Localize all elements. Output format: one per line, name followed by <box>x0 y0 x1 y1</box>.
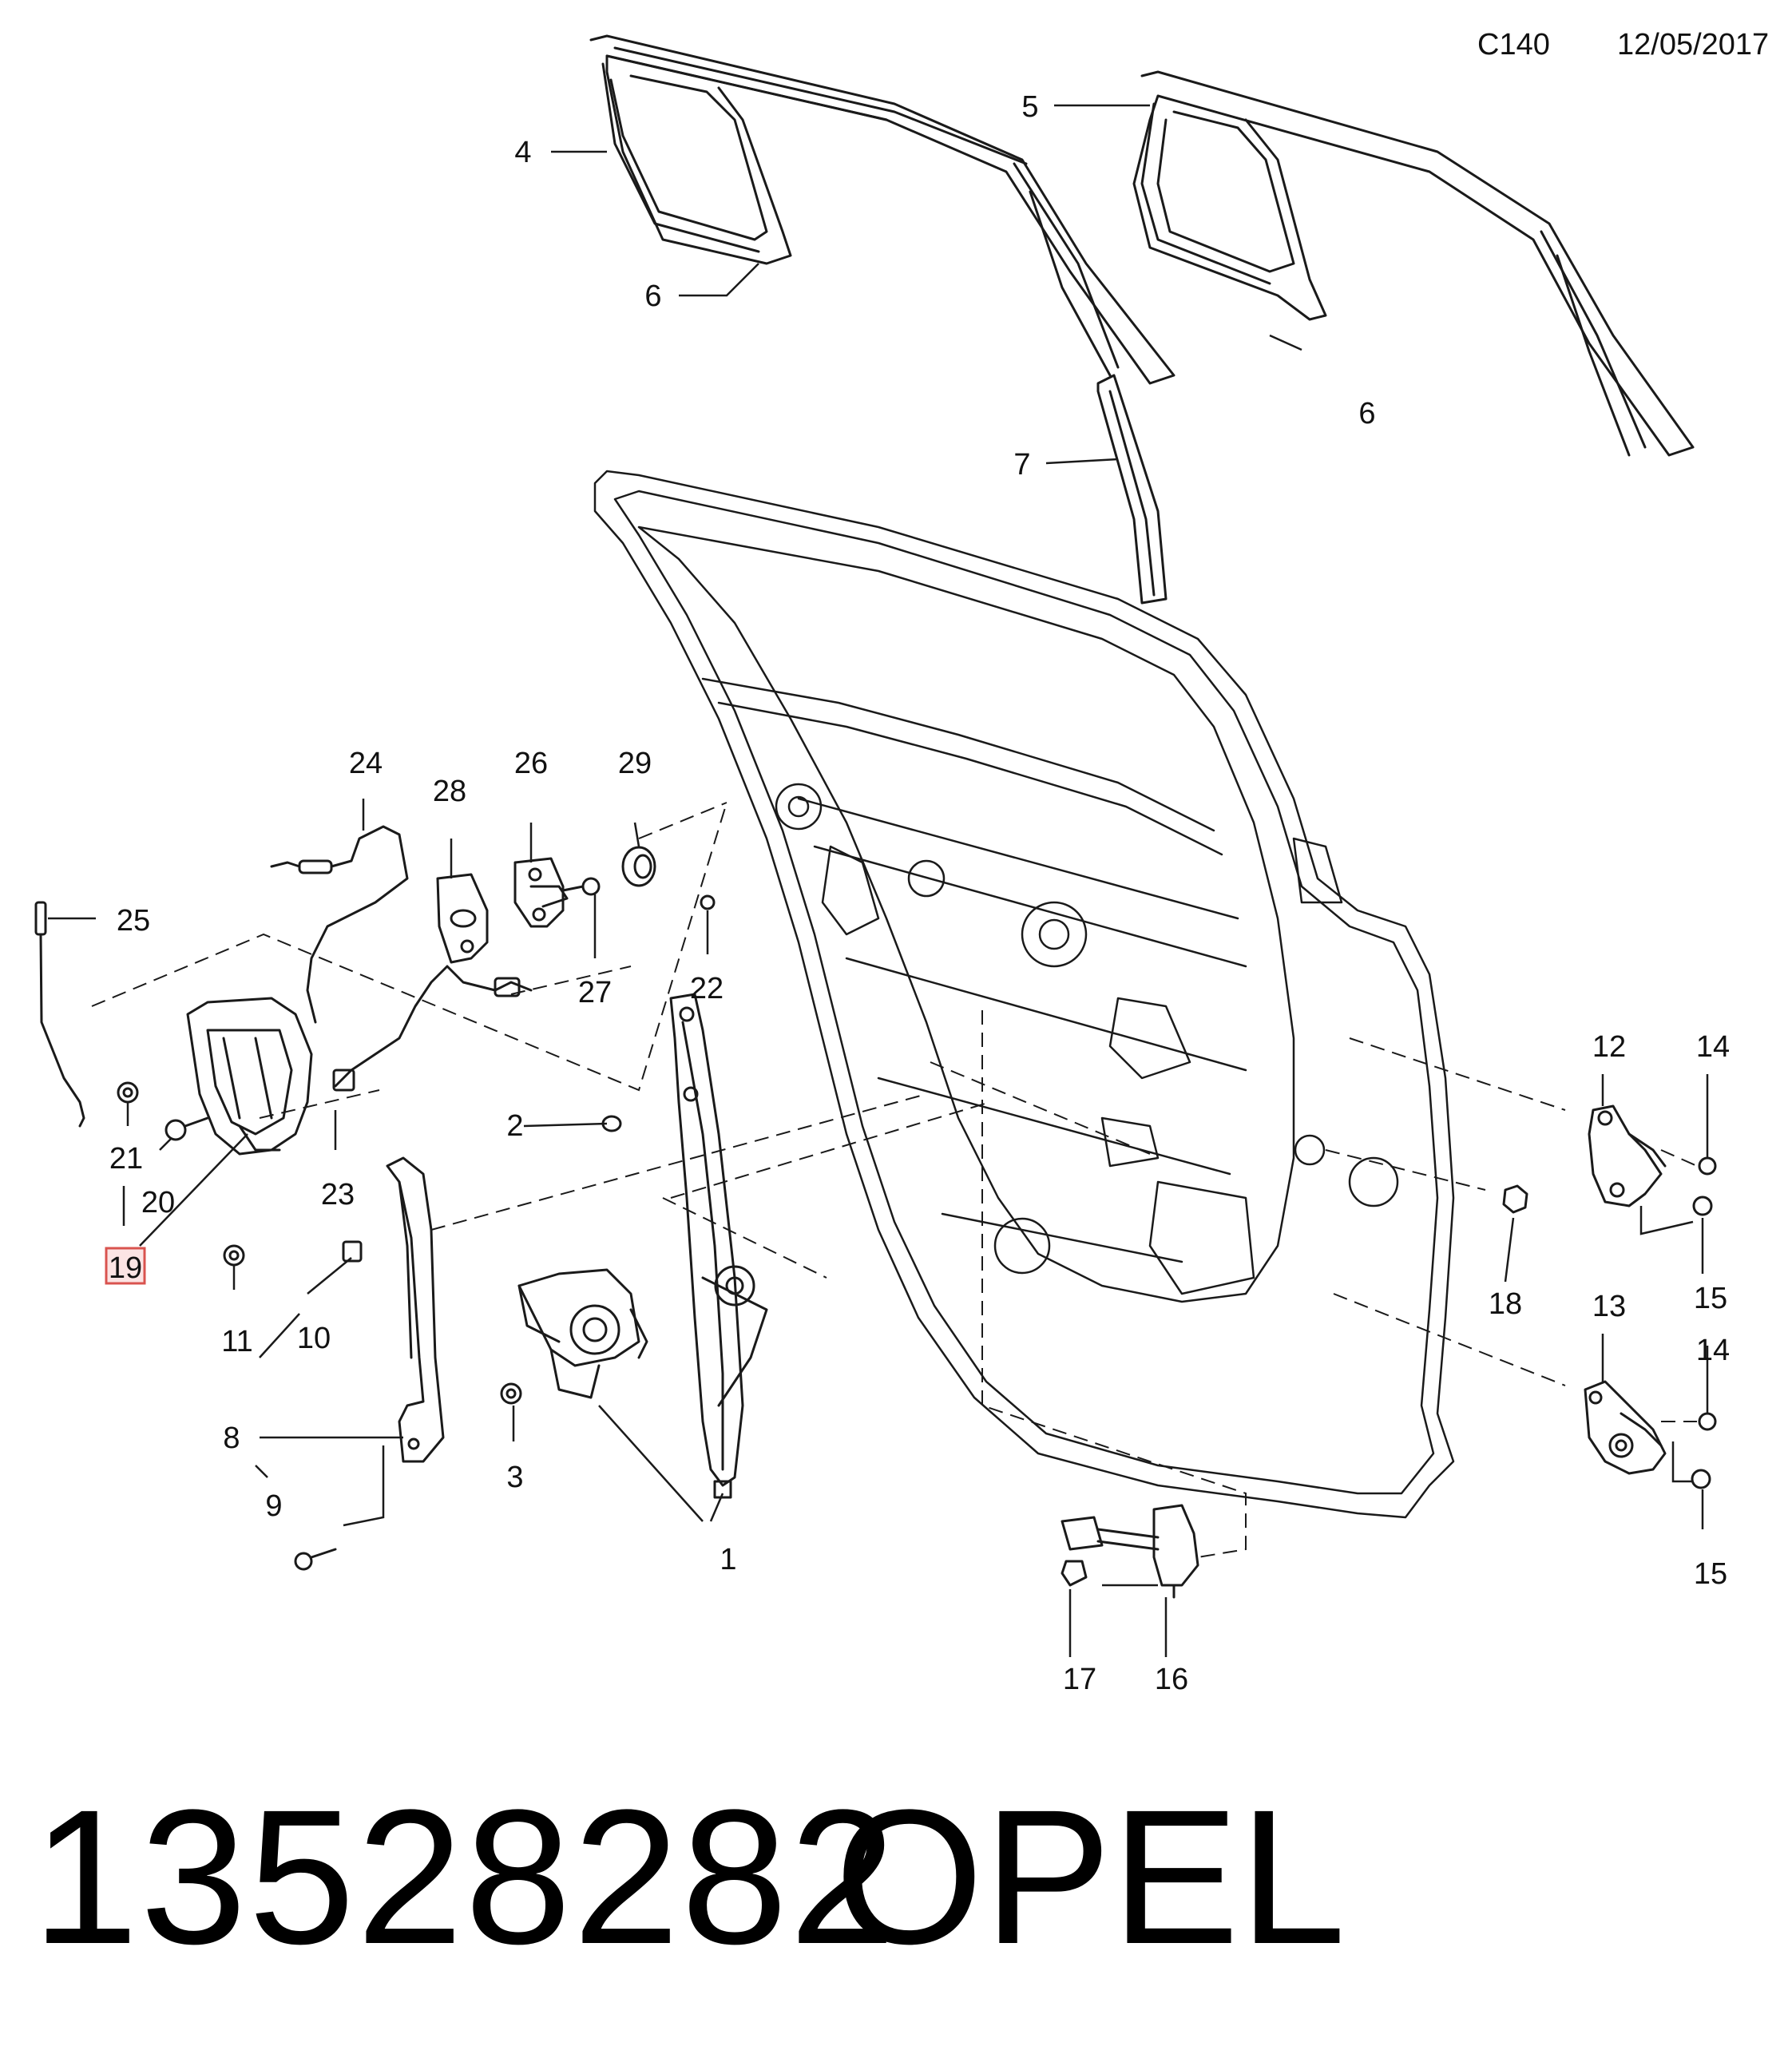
callout-13: 13 <box>1592 1290 1626 1323</box>
fastener-3 <box>500 1382 522 1405</box>
diagram-code: C140 <box>1477 28 1550 61</box>
grommet-29 <box>621 846 656 887</box>
callout-27: 27 <box>578 976 612 1009</box>
bolt-17 <box>1061 1560 1088 1587</box>
window-motor-1 <box>517 1268 648 1399</box>
callout-25: 25 <box>117 904 150 938</box>
bolt-14a <box>1698 1156 1717 1176</box>
bolt-15b <box>1691 1469 1711 1489</box>
callout-11: 11 <box>221 1325 252 1358</box>
callout-2: 2 <box>506 1109 523 1143</box>
bolt-20 <box>165 1116 209 1141</box>
callout-28: 28 <box>433 775 466 808</box>
bolt-14b <box>1698 1412 1717 1431</box>
guide-rail-8 <box>386 1156 445 1463</box>
callout-21: 21 <box>109 1142 143 1176</box>
nut-18 <box>1502 1184 1528 1214</box>
callout-6a: 6 <box>644 280 661 313</box>
window-strip-7 <box>1096 374 1168 605</box>
callout-17: 17 <box>1063 1663 1096 1696</box>
door-check-16 <box>1061 1504 1199 1599</box>
window-frame-4 <box>589 34 1176 385</box>
assembly-lines <box>91 802 1698 1558</box>
callout-10: 10 <box>297 1322 331 1355</box>
callout-26: 26 <box>514 747 548 780</box>
callout-14b: 14 <box>1696 1334 1730 1367</box>
callout-24: 24 <box>349 747 383 780</box>
bolt-15a <box>1692 1196 1713 1216</box>
window-regulator-1 <box>669 993 768 1499</box>
callout-4: 4 <box>514 136 531 169</box>
callout-14a: 14 <box>1696 1030 1730 1064</box>
part-number: 13528282 <box>32 1770 898 1984</box>
hinge-12 <box>1588 1104 1667 1207</box>
brand-name: OPEL <box>835 1770 1346 1984</box>
bolt-9 <box>294 1548 337 1571</box>
callout-8: 8 <box>223 1422 240 1455</box>
lock-cable-23 <box>332 965 533 1092</box>
window-frame-5 <box>1132 70 1695 457</box>
callout-9: 9 <box>265 1489 282 1523</box>
callout-labels: 1 2 3 4 5 6 6 7 8 9 10 11 12 13 14 14 15… <box>109 90 1730 1696</box>
bolt-22 <box>700 894 716 910</box>
striker-26 <box>513 857 569 928</box>
clip-10 <box>342 1240 363 1263</box>
door-lock-19 <box>186 997 313 1156</box>
callout-6b: 6 <box>1358 397 1375 430</box>
fastener-21 <box>117 1081 139 1104</box>
hinge-13 <box>1584 1380 1667 1475</box>
diagram-date: 12/05/2017 <box>1617 28 1770 61</box>
callout-18: 18 <box>1489 1287 1522 1321</box>
lock-rod-25 <box>34 901 85 1128</box>
callout-15b: 15 <box>1694 1557 1727 1591</box>
callout-16: 16 <box>1155 1663 1188 1696</box>
bolt-27 <box>561 877 601 896</box>
highlight-box-19 <box>105 1247 146 1285</box>
callout-3: 3 <box>506 1461 523 1494</box>
lock-cable-24 <box>270 825 409 1024</box>
callout-5: 5 <box>1021 90 1038 124</box>
callout-22: 22 <box>690 972 724 1005</box>
callout-12: 12 <box>1592 1030 1626 1064</box>
callout-15a: 15 <box>1694 1282 1727 1315</box>
callout-19: 19 <box>109 1251 142 1285</box>
callout-1: 1 <box>720 1543 736 1576</box>
leader-lines <box>48 104 1709 1657</box>
door-panel <box>593 470 1455 1519</box>
callout-20: 20 <box>141 1186 175 1219</box>
fastener-11 <box>223 1244 245 1267</box>
callout-7: 7 <box>1013 448 1030 482</box>
callout-29: 29 <box>618 747 652 780</box>
callout-23: 23 <box>321 1178 355 1211</box>
striker-28 <box>436 873 489 964</box>
